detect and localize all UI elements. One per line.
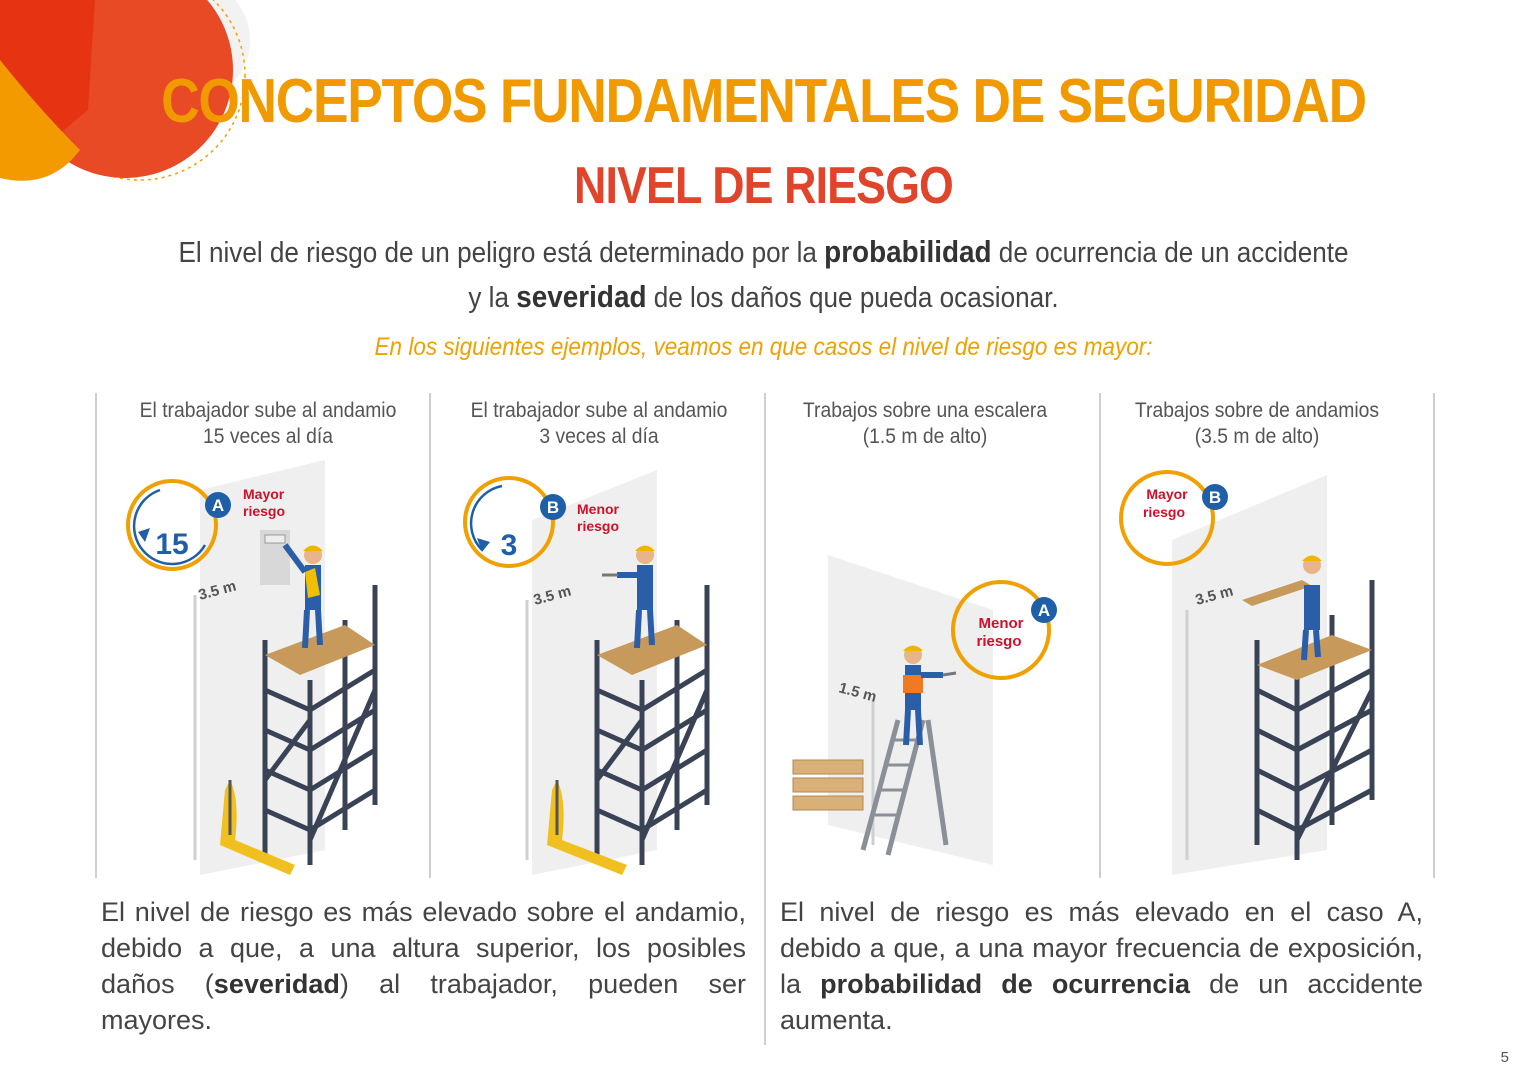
intro-text: de los daños que pueda ocasionar. [646, 282, 1059, 314]
svg-text:B: B [547, 498, 559, 517]
svg-text:A: A [1038, 601, 1050, 620]
divider [1433, 393, 1435, 878]
divider [764, 393, 766, 1045]
divider [429, 393, 431, 878]
panel-caption: Trabajos sobre de andamios(3.5 m de alto… [1134, 399, 1380, 448]
page-subtitle: NIVEL DE RIESGO [574, 157, 954, 215]
svg-text:riesgo: riesgo [577, 518, 619, 534]
page-number: 5 [1500, 1049, 1509, 1066]
intro-bold-severity: severidad [516, 279, 647, 314]
examples-cue: En los siguientes ejemplos, veamos en qu… [374, 333, 1153, 361]
intro-text: de ocurrencia de un accidente [991, 237, 1349, 269]
divider [1099, 393, 1101, 878]
corner-decoration [0, 0, 250, 181]
svg-text:A: A [212, 496, 224, 515]
svg-text:B: B [1209, 488, 1221, 507]
intro-bold-probability: probabilidad [824, 234, 992, 269]
ladder-illustration: 1.5 m A Menor riesgo [792, 555, 1057, 865]
svg-text:Menor: Menor [979, 615, 1024, 632]
svg-text:3: 3 [501, 529, 518, 562]
svg-text:Menor: Menor [577, 501, 620, 517]
svg-text:riesgo: riesgo [243, 503, 285, 519]
intro-paragraph: El nivel de riesgo de un peligro está de… [76, 230, 1450, 320]
conclusion-right: El nivel de riesgo es más elevado en el … [780, 897, 1423, 1035]
svg-text:riesgo: riesgo [1143, 504, 1185, 520]
svg-text:15: 15 [155, 528, 188, 561]
page-title: CONCEPTOS FUNDAMENTALES DE SEGURIDAD [161, 67, 1367, 136]
panel-caption: Trabajos sobre una escalera(1.5 m de alt… [802, 399, 1048, 448]
intro-text: y la [468, 282, 517, 314]
probability-bold: probabilidad de ocurrencia [820, 969, 1190, 999]
svg-text:Mayor: Mayor [1146, 486, 1188, 502]
scaffold-illustration: 3.5 m A 15 Mayor riesgo [126, 460, 378, 875]
svg-text:Mayor: Mayor [243, 486, 285, 502]
scaffold-illustration: 3.5 m B Mayor riesgo [1119, 470, 1375, 875]
severity-bold: severidad [213, 969, 340, 999]
intro-text: El nivel de riesgo de un peligro está de… [178, 237, 825, 269]
divider [95, 393, 97, 878]
conclusion-left: El nivel de riesgo es más elevado sobre … [101, 897, 746, 1035]
scaffold-illustration: 3.5 m B 3 Menor riesgo [463, 470, 710, 875]
svg-text:riesgo: riesgo [976, 633, 1021, 650]
